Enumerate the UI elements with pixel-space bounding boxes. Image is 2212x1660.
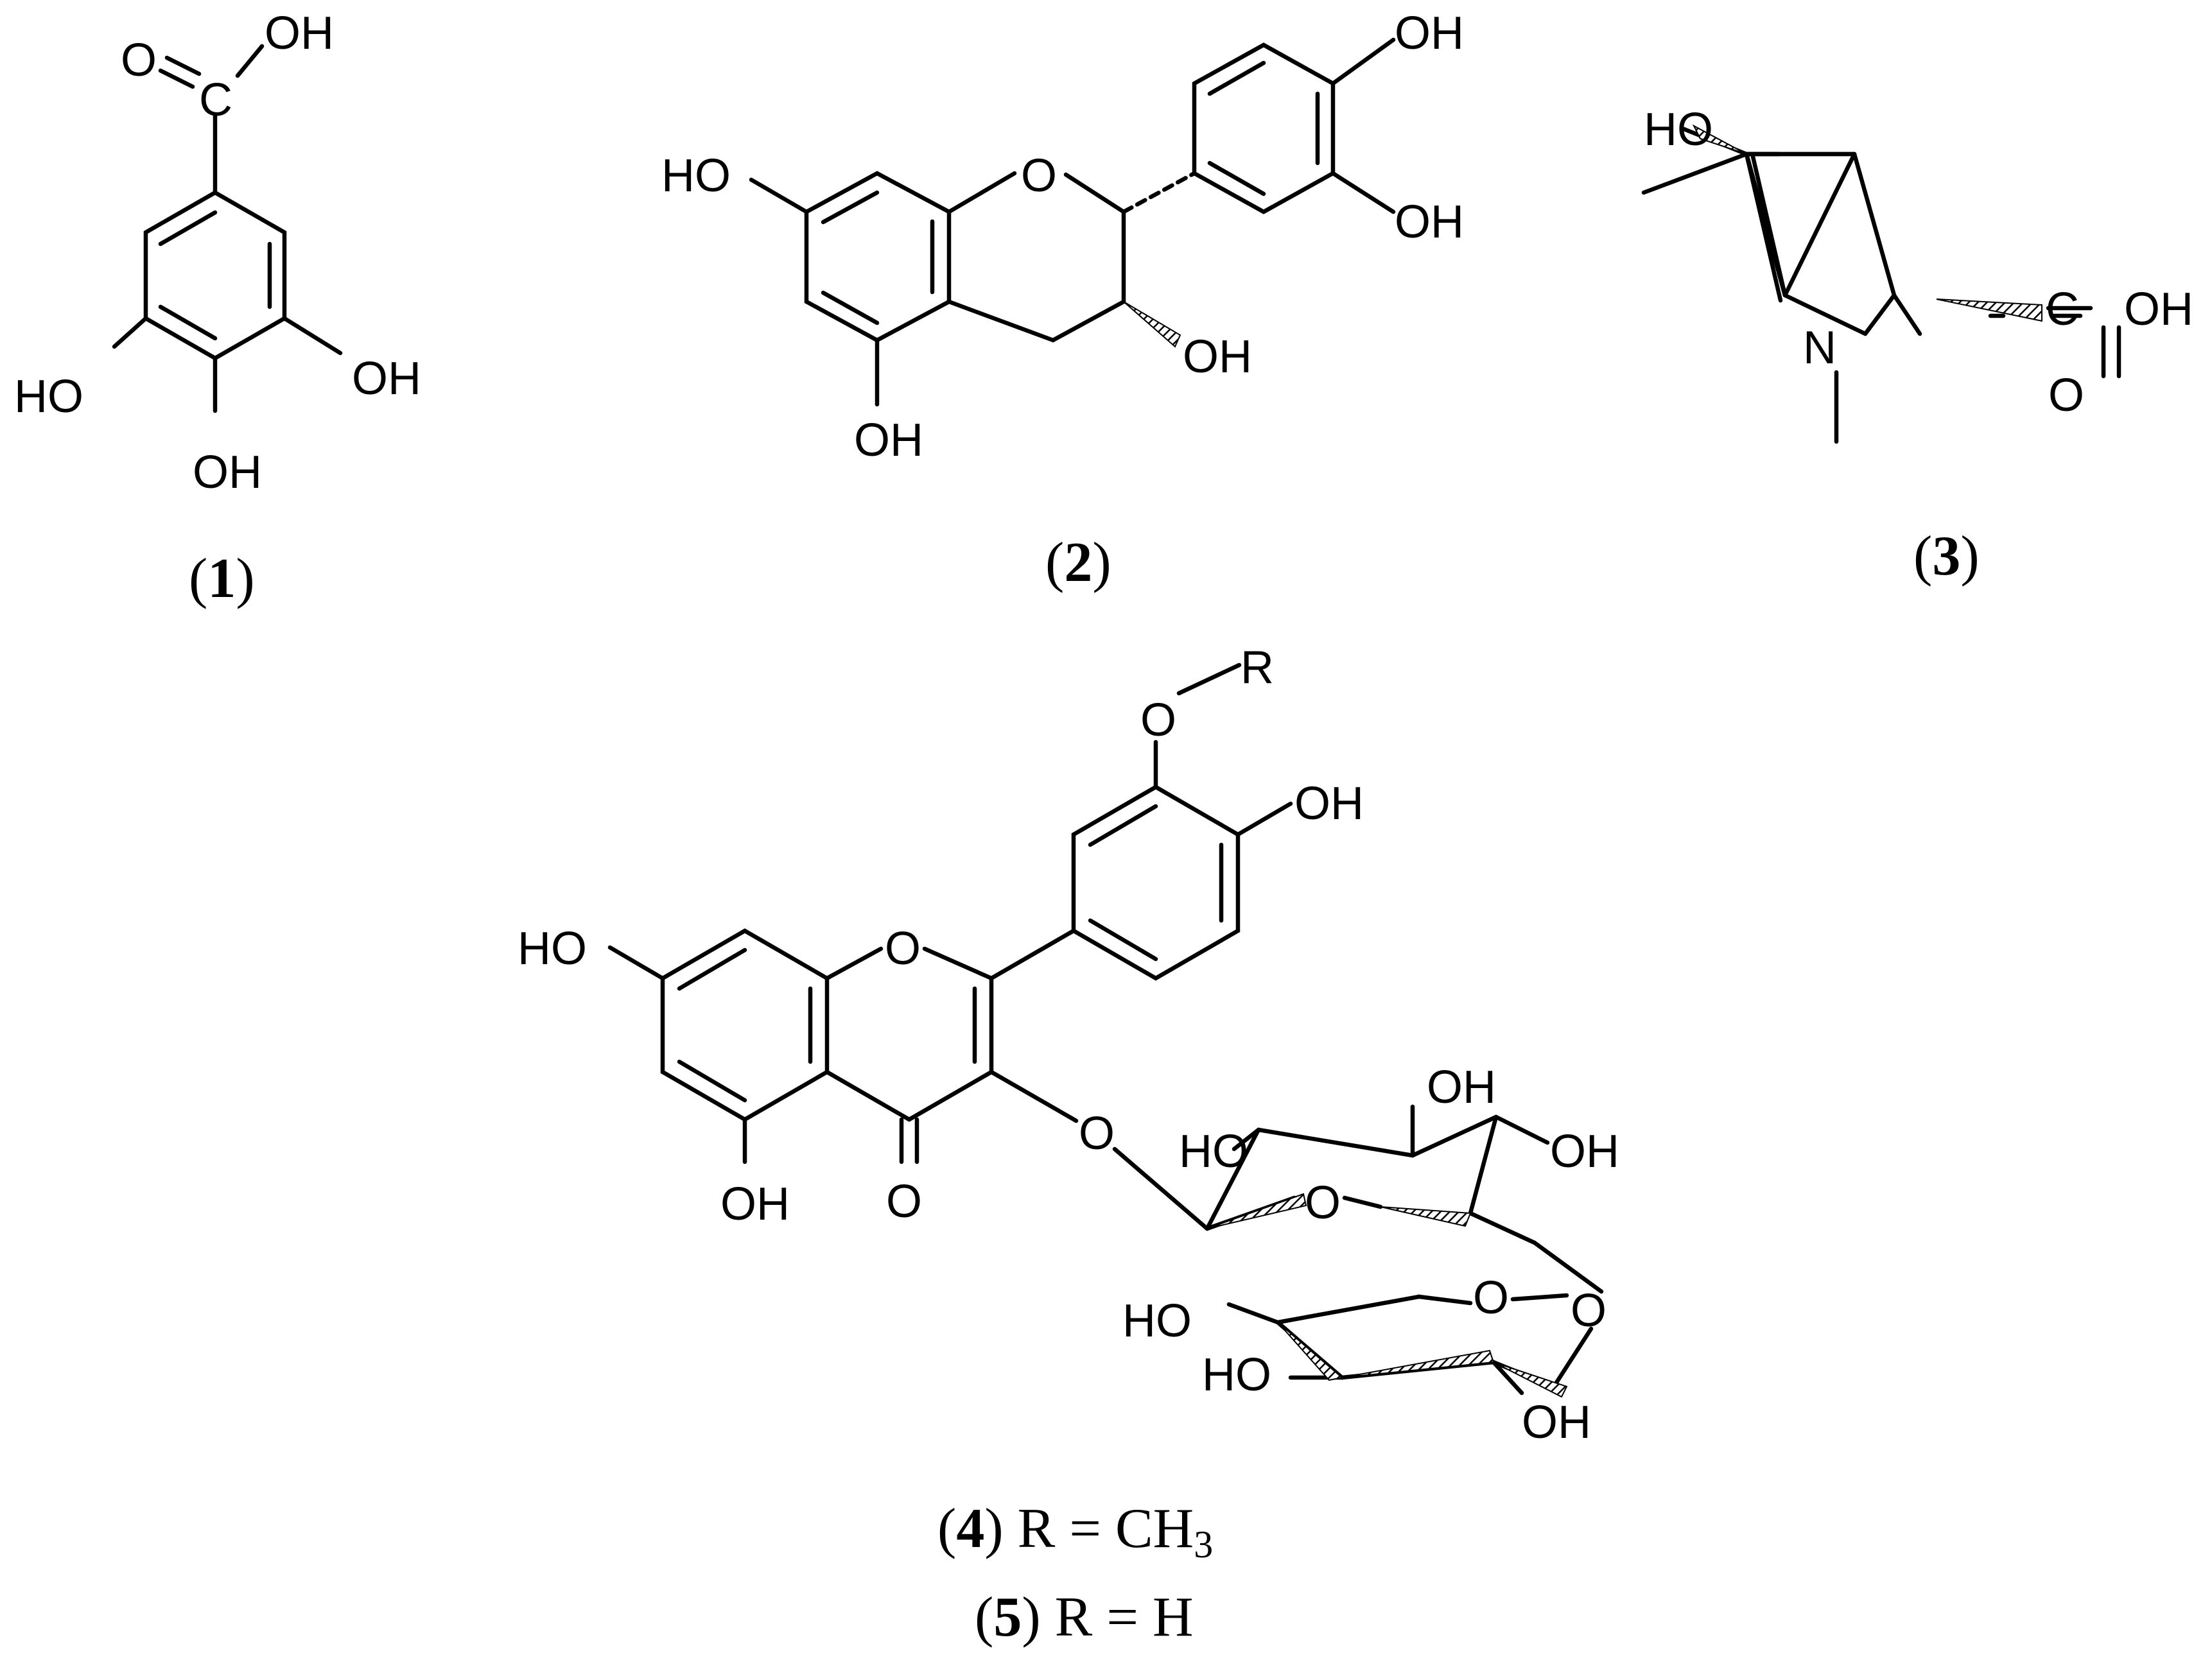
- glycosidic-oxygen-label: O: [1079, 1108, 1115, 1159]
- glucose-hydroxyl-3-label: OH: [1427, 1062, 1496, 1113]
- glucose-hydroxyl-4-label: OH: [1550, 1126, 1619, 1177]
- ring-oxygen-label: O: [1021, 150, 1057, 202]
- acid-hydroxyl-label: OH: [265, 8, 334, 59]
- hydroxyl-left-label: HO: [14, 371, 83, 422]
- carbonyl-oxygen-label: O: [2048, 370, 2084, 421]
- compound-3-bonds: [1641, 126, 2121, 444]
- hydroxyl-4prime-label: OH: [1395, 196, 1464, 248]
- rhamnose-hydroxyl-3-label: HO: [1202, 1349, 1271, 1401]
- hydroxyl-7-label: HO: [518, 923, 587, 974]
- ring-oxygen-label: O: [885, 923, 921, 974]
- compound-4-5-structure: R O OH HO O OH O O HO OH OH O O O HO HO …: [518, 642, 1619, 1648]
- glucose-ring-oxygen-label: O: [1305, 1177, 1341, 1229]
- hydroxyl-4-label: HO: [1644, 104, 1713, 155]
- rhamnose-hydroxyl-2-label: OH: [1522, 1397, 1591, 1448]
- compound-4-5-bonds: [607, 662, 1604, 1396]
- compound-1-caption: (1): [189, 548, 255, 610]
- hydroxyl-5-label: OH: [854, 415, 923, 466]
- rhamnose-hydroxyl-4-label: HO: [1122, 1295, 1192, 1347]
- compound-5-caption: (5) R = H: [975, 1586, 1194, 1648]
- carbonyl-oxygen-label: O: [121, 35, 157, 86]
- compound-3-structure: HO N C OH O (3): [1641, 104, 2193, 587]
- hydroxyl-3prime-label: OH: [1395, 8, 1464, 59]
- hydroxyl-right-label: OH: [352, 353, 421, 404]
- linking-oxygen-label: O: [1571, 1285, 1607, 1336]
- rhamnose-ring-oxygen-label: O: [1473, 1272, 1509, 1324]
- hydroxyl-7-label: HO: [661, 150, 731, 202]
- compound-2-caption: (2): [1045, 532, 1111, 594]
- hydroxyl-4prime-label: OH: [1294, 778, 1364, 829]
- keto-oxygen-label: O: [886, 1176, 922, 1227]
- compound-2-bonds: [749, 37, 1396, 407]
- nitrogen-label: N: [1803, 322, 1836, 374]
- compound-3-caption: (3): [1913, 525, 1980, 587]
- compound-2-structure: HO O OH OH OH OH (2): [661, 8, 1464, 594]
- compound-1-bonds: [112, 44, 343, 413]
- acid-hydroxyl-label: OH: [2124, 284, 2193, 335]
- carbon-label: C: [2046, 284, 2079, 335]
- compound-1-structure: O C OH HO OH OH (1): [14, 8, 421, 610]
- oxygen-3prime-label: O: [1140, 695, 1176, 746]
- hydroxyl-bottom-label: OH: [193, 447, 262, 498]
- hydroxyl-5-label: OH: [720, 1179, 790, 1230]
- hydroxyl-3-label: OH: [1183, 331, 1252, 383]
- compound-4-caption: (4) R = CH3: [937, 1498, 1213, 1566]
- carbon-label: C: [199, 74, 232, 126]
- glucose-hydroxyl-2-label: HO: [1179, 1126, 1248, 1177]
- r-group-label: R: [1241, 642, 1274, 693]
